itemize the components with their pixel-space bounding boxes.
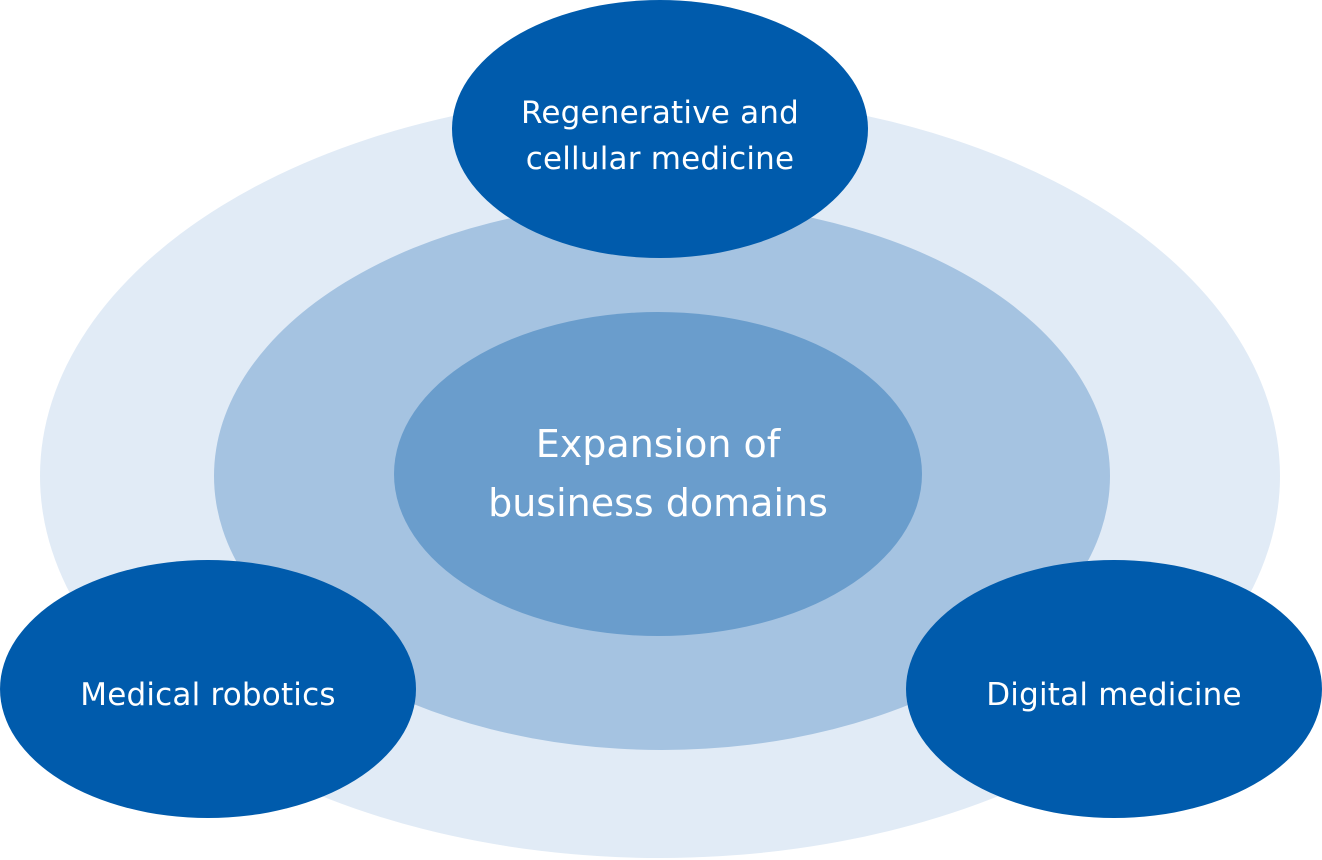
node-right-label: Digital medicine — [986, 676, 1242, 713]
node-regenerative-cellular-medicine: Regenerative and cellular medicine — [452, 0, 868, 258]
center-label-line-1: Expansion of — [535, 422, 781, 467]
center-label: Expansion of business domains — [488, 415, 828, 533]
center-ellipse: Expansion of business domains — [394, 312, 922, 636]
node-top-label-line-2: cellular medicine — [525, 141, 795, 177]
center-label-line-2: business domains — [488, 481, 828, 525]
node-top-label-line-1: Regenerative and — [521, 94, 799, 131]
node-top-label: Regenerative and cellular medicine — [521, 90, 799, 183]
node-digital-medicine: Digital medicine — [906, 560, 1322, 818]
node-medical-robotics: Medical robotics — [0, 560, 416, 818]
node-left-label: Medical robotics — [80, 676, 336, 713]
